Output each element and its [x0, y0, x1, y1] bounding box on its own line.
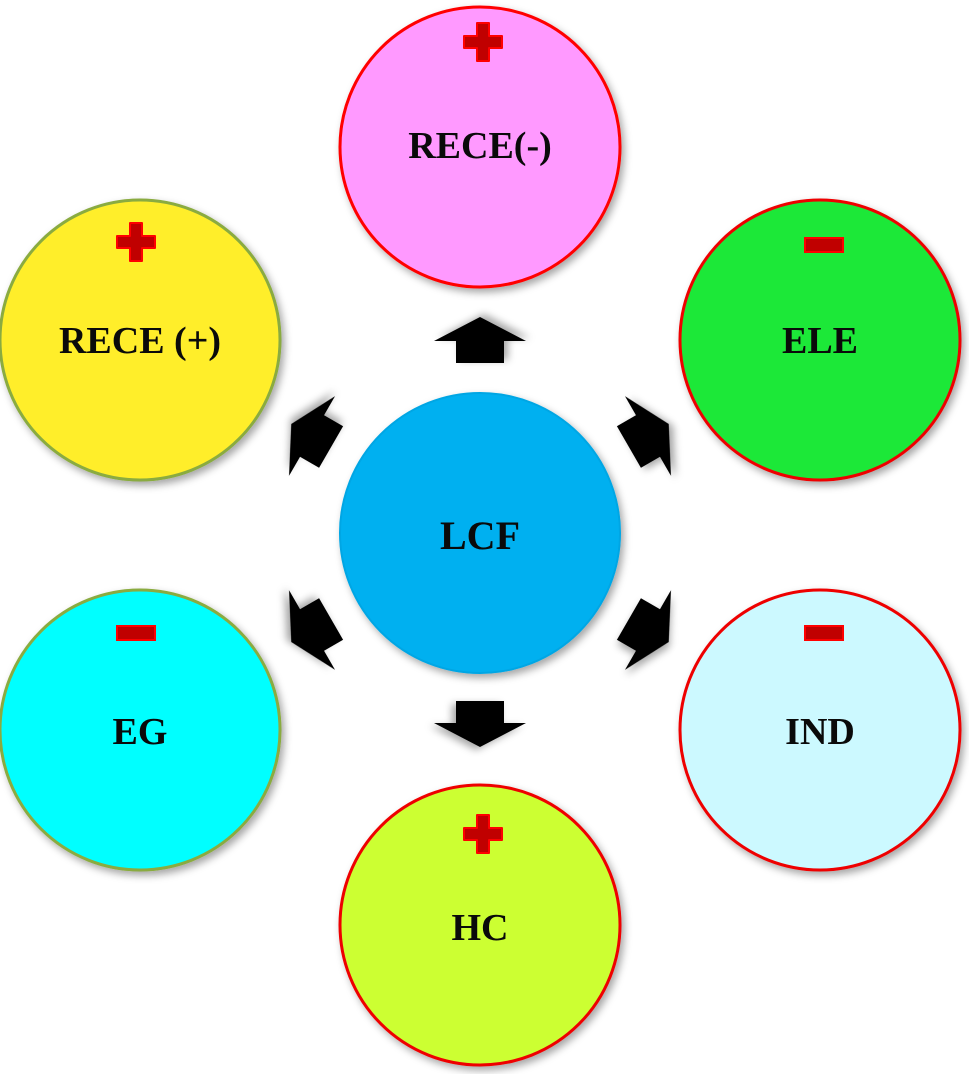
minus-icon	[804, 625, 844, 641]
node-circle	[338, 783, 622, 1067]
arrow-down	[434, 701, 526, 747]
node-label: HC	[452, 907, 509, 949]
plus-sign	[116, 222, 156, 262]
center-label: LCF	[440, 513, 520, 558]
minus-icon	[116, 625, 156, 641]
node-label: RECE(-)	[408, 125, 552, 167]
arrow-up-left	[289, 396, 344, 476]
arrow-down-left	[289, 590, 344, 670]
minus-sign	[804, 237, 844, 253]
minus-icon	[804, 237, 844, 253]
node-circle	[0, 588, 282, 872]
node-eg: EG	[0, 588, 282, 872]
arrows-group	[289, 317, 671, 747]
arrow-down-right	[616, 590, 671, 670]
center-circle	[339, 392, 621, 674]
plus-sign	[463, 22, 503, 62]
node-label: IND	[785, 711, 855, 753]
node-ele: ELE	[678, 198, 962, 482]
node-ind: IND	[678, 588, 962, 872]
arrow-up-right	[616, 396, 671, 476]
plus-icon	[116, 222, 156, 262]
node-circle	[338, 5, 622, 289]
node-circle	[678, 588, 962, 872]
node-rece-plus: RECE (+)	[0, 198, 282, 482]
node-rece-minus: RECE(-)	[338, 5, 622, 289]
node-circle	[0, 198, 282, 482]
node-label: RECE (+)	[59, 320, 221, 362]
node-label: ELE	[782, 320, 858, 362]
center-node: LCF	[339, 392, 621, 674]
node-label: EG	[113, 711, 168, 753]
minus-sign	[116, 625, 156, 641]
plus-icon	[463, 814, 503, 854]
node-circle	[678, 198, 962, 482]
minus-sign	[804, 625, 844, 641]
plus-sign	[463, 814, 503, 854]
plus-icon	[463, 22, 503, 62]
arrow-up	[434, 317, 526, 363]
node-hc: HC	[338, 783, 622, 1067]
